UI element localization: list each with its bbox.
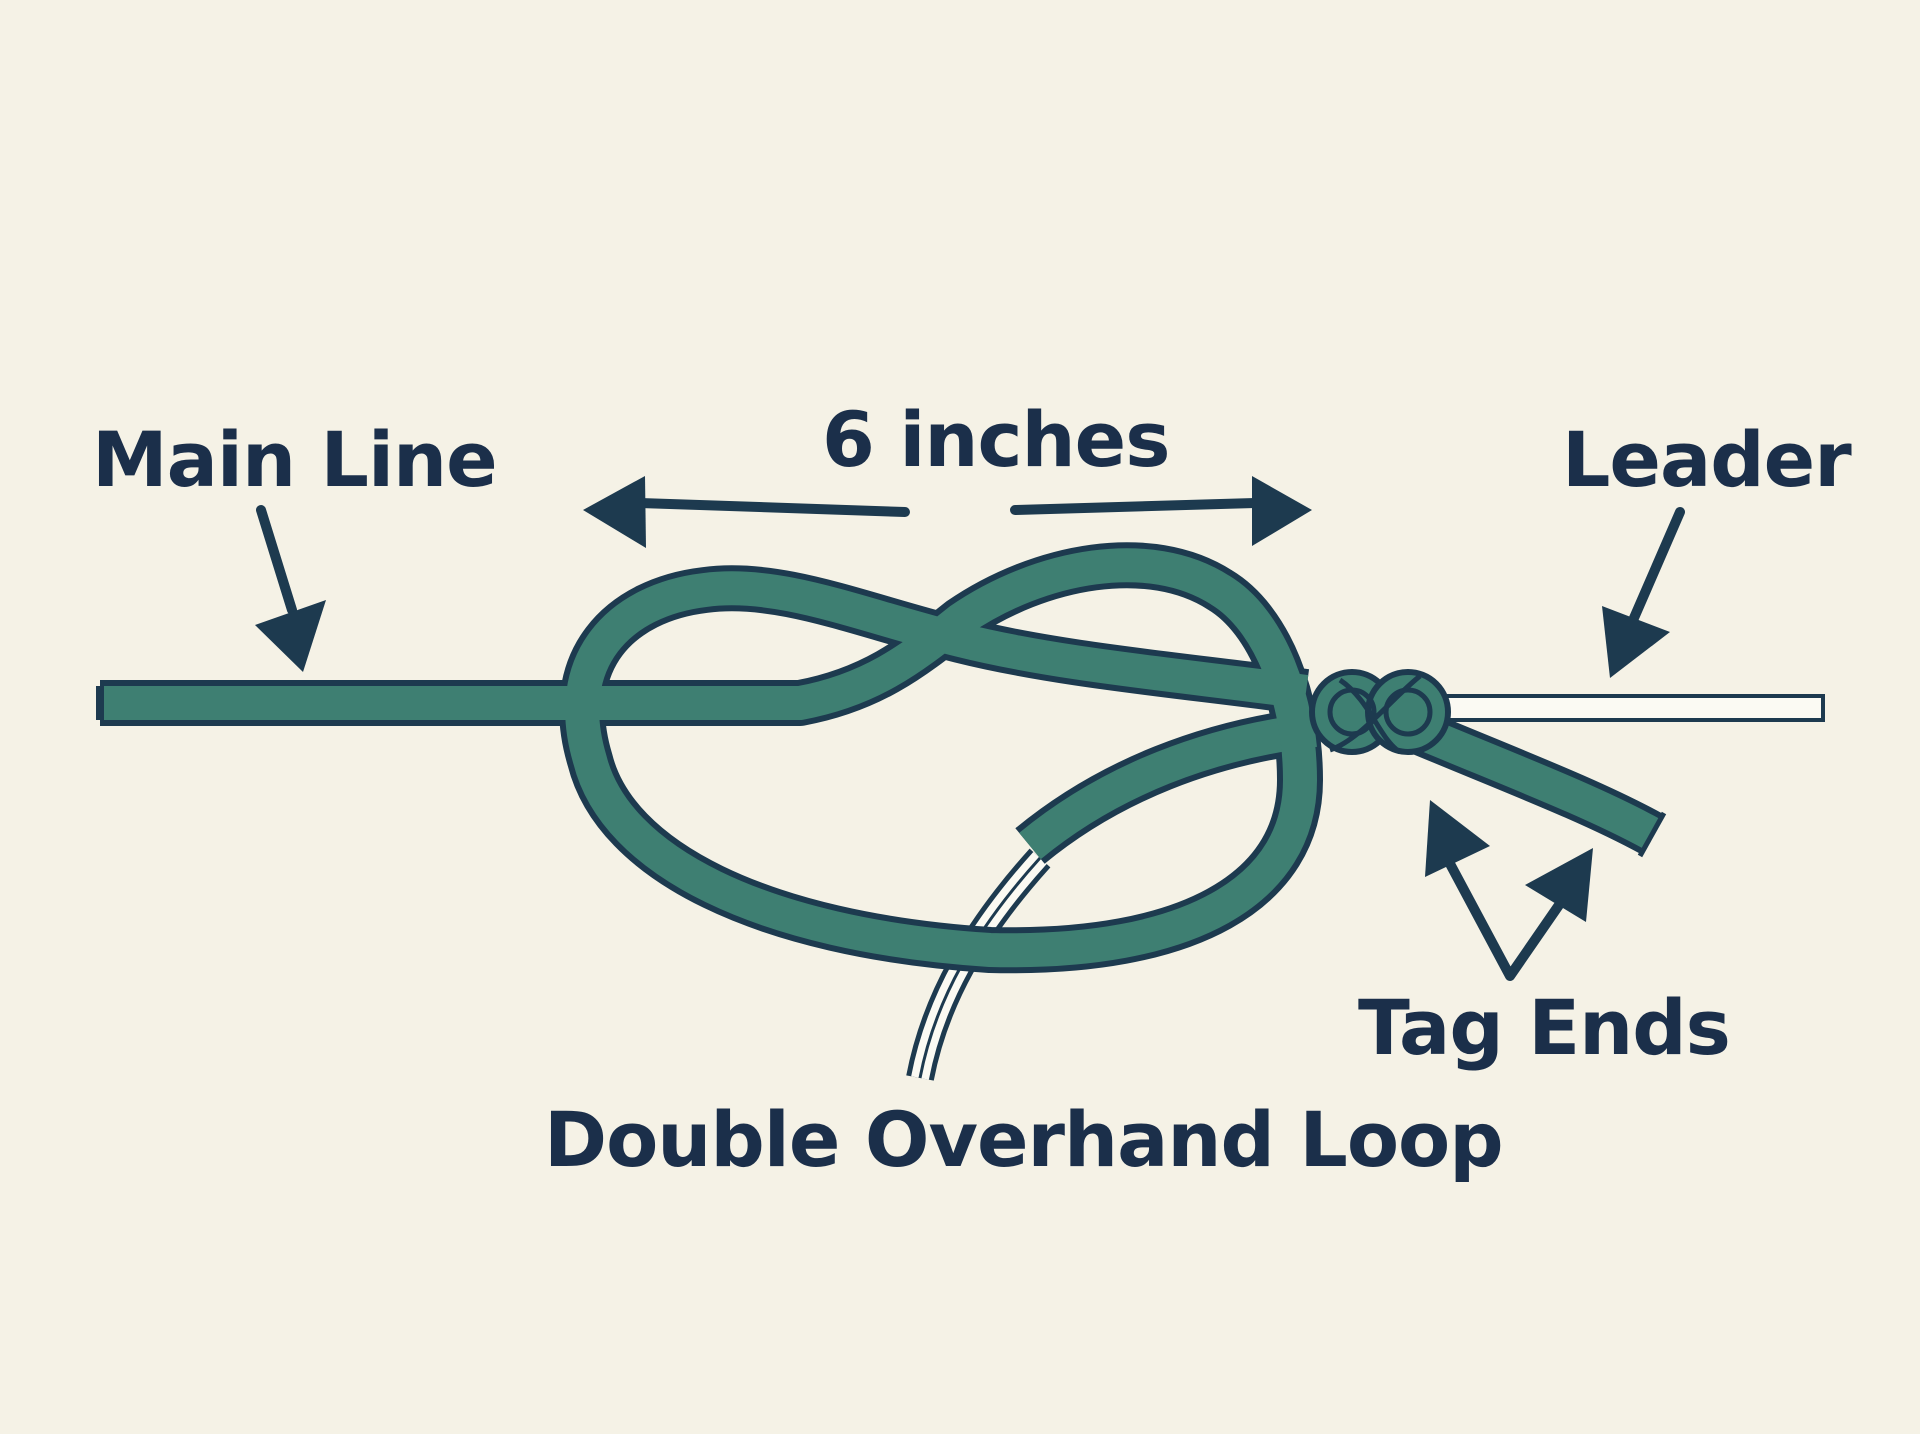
tag-ends-label: Tag Ends <box>1358 983 1731 1072</box>
leader-line-body <box>1438 694 1825 722</box>
tag-end-rope <box>1403 712 1661 849</box>
loop-tail-rope <box>1019 713 1317 860</box>
dimension-arrowhead-right <box>1252 476 1312 546</box>
leader-arrowhead <box>1602 606 1670 678</box>
double-overhand-loop-label: Double Overhand Loop <box>544 1095 1504 1184</box>
span-length-label: 6 inches <box>822 395 1170 484</box>
tag-end-cap <box>1637 811 1667 858</box>
main-line-end <box>96 686 104 720</box>
main-line-label: Main Line <box>92 415 498 504</box>
knot-coil-2-inner <box>1383 687 1433 737</box>
tag-ends-arrowhead-left <box>1425 800 1490 877</box>
leader-arrow-shaft <box>1629 507 1685 623</box>
main-line-rope <box>100 548 1317 968</box>
main-line-arrowhead <box>255 600 326 672</box>
knot-coils <box>1309 669 1451 755</box>
tag-ends-arrow-shafts <box>1443 855 1573 981</box>
dimension-line-right <box>1010 498 1260 515</box>
knot-crossing <box>1329 674 1422 755</box>
leader-label: Leader <box>1562 415 1852 504</box>
dimension-line-left <box>635 498 910 517</box>
pointer-arrows <box>255 505 1685 981</box>
tag-ends-arrowhead-right <box>1525 848 1593 922</box>
dimension-arrowhead-left <box>583 476 646 548</box>
rope-fill <box>100 548 1661 968</box>
dimension-arrow <box>583 476 1312 548</box>
main-line-arrow-shaft <box>256 505 297 615</box>
